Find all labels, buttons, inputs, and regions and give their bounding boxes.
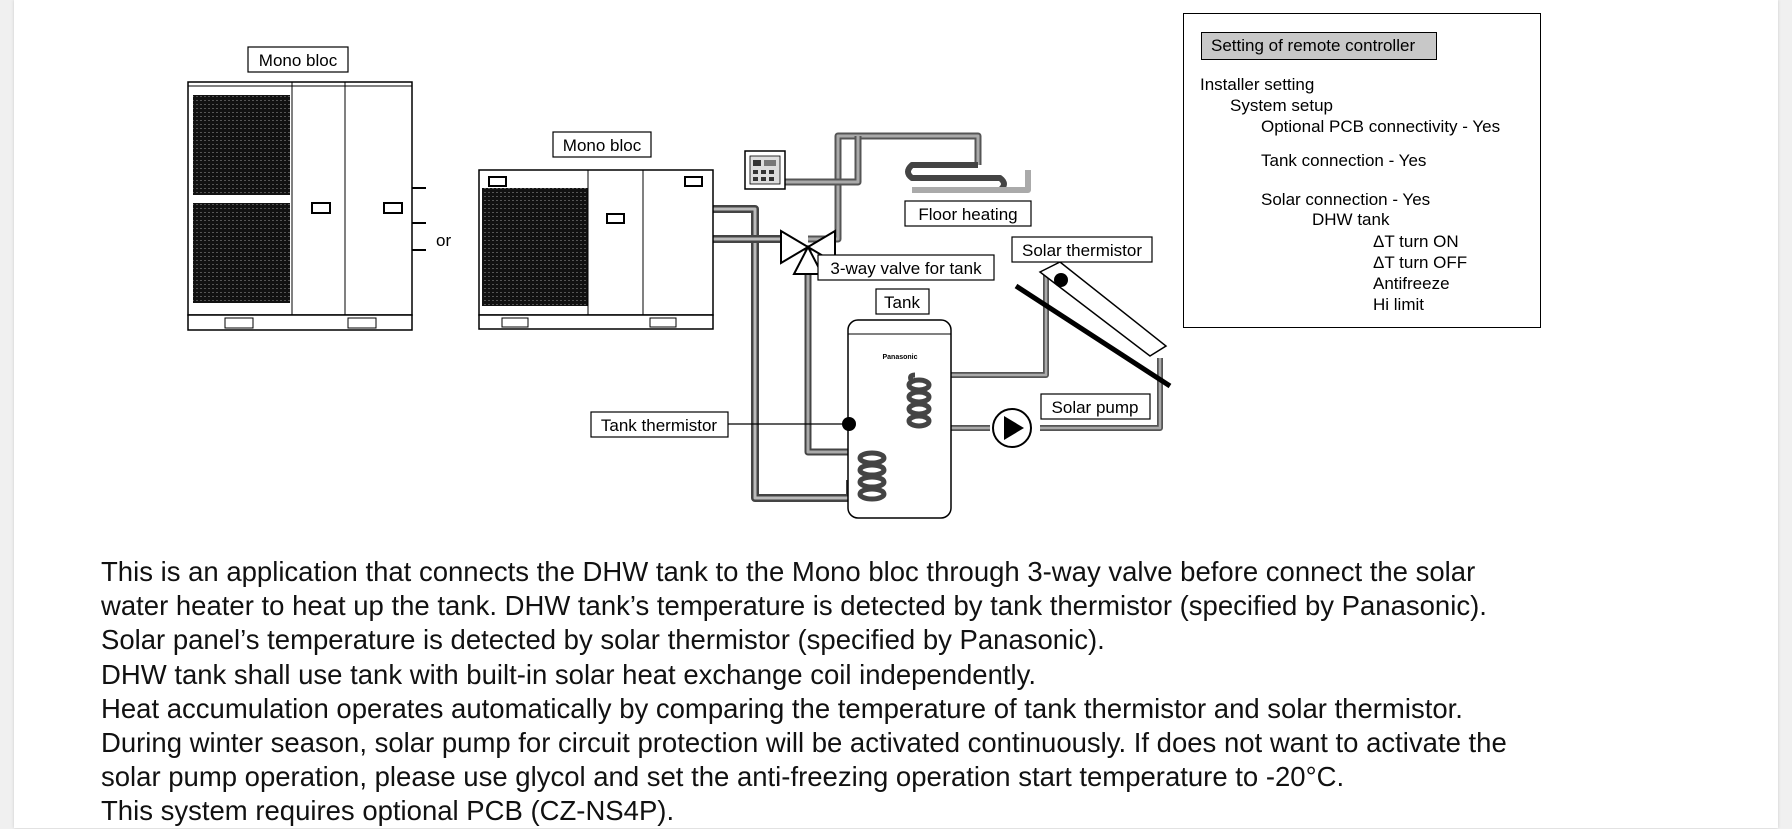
- solar-coil-icon: [906, 372, 932, 429]
- mono-bloc-1-text: Mono bloc: [259, 51, 338, 70]
- tank-text: Tank: [884, 293, 920, 312]
- settings-title: Setting of remote controller: [1201, 32, 1437, 60]
- label-solar-pump: Solar pump: [1040, 393, 1151, 420]
- label-tank-thermistor: Tank thermistor: [590, 411, 729, 438]
- description-line: During winter season, solar pump for cir…: [101, 727, 1507, 759]
- description-line: solar pump operation, please use glycol …: [101, 761, 1345, 793]
- tank-coil-icon: [857, 450, 887, 502]
- solar-thermistor-text: Solar thermistor: [1022, 241, 1142, 260]
- tank-brand-text: Panasonic: [882, 354, 917, 361]
- description-line: Heat accumulation operates automatically…: [101, 692, 1463, 724]
- setting-antifreeze: Antifreeze: [1373, 274, 1450, 293]
- solar-panel-icon: [1014, 261, 1172, 389]
- setting-delta-t-off: ΔT turn OFF: [1373, 253, 1468, 272]
- description-line: This system requires optional PCB (CZ-NS…: [101, 795, 675, 827]
- label-mono-bloc-2: Mono bloc: [552, 131, 652, 158]
- setting-dhw-tank: DHW tank: [1312, 210, 1390, 229]
- solar-pump-icon: [992, 408, 1032, 448]
- label-mono-bloc-1: Mono bloc: [247, 46, 349, 73]
- label-three-way-valve: 3-way valve for tank: [817, 254, 995, 281]
- setting-optional-pcb: Optional PCB connectivity - Yes: [1261, 117, 1501, 136]
- remote-controller-settings-panel: Setting of remote controller Installer s…: [1183, 13, 1541, 328]
- floor-heating-text: Floor heating: [918, 205, 1017, 224]
- remote-controller-icon: [744, 150, 786, 190]
- setting-installer: Installer setting: [1200, 75, 1315, 94]
- label-solar-thermistor: Solar thermistor: [1011, 236, 1153, 263]
- setting-tank-connection: Tank connection - Yes: [1261, 151, 1427, 170]
- description-line: This is an application that connects the…: [101, 556, 1476, 587]
- tank-thermistor-text: Tank thermistor: [601, 416, 718, 435]
- setting-system-setup: System setup: [1230, 96, 1333, 115]
- description-line: water heater to heat up the tank. DHW ta…: [101, 590, 1487, 622]
- mono-bloc-unit-small: [478, 169, 714, 330]
- setting-hi-limit: Hi limit: [1373, 295, 1424, 314]
- mono-bloc-2-text: Mono bloc: [563, 136, 642, 155]
- mono-bloc-unit-large: [187, 81, 426, 331]
- description-text: This is an application that connects the…: [101, 555, 1741, 829]
- setting-solar-connection: Solar connection - Yes: [1261, 190, 1431, 209]
- system-diagram: Mono bloc or Mono bloc: [187, 46, 1172, 519]
- tank-thermistor-icon: [728, 417, 856, 431]
- setting-delta-t-on: ΔT turn ON: [1373, 232, 1459, 251]
- description-line: DHW tank shall use tank with built-in so…: [101, 658, 1036, 690]
- label-floor-heating: Floor heating: [904, 200, 1032, 227]
- description-line: Solar panel’s temperature is detected by…: [101, 624, 1105, 656]
- label-tank: Tank: [875, 288, 930, 315]
- or-text: or: [436, 231, 451, 250]
- three-way-valve-text: 3-way valve for tank: [830, 259, 982, 278]
- solar-pump-text: Solar pump: [1052, 398, 1139, 417]
